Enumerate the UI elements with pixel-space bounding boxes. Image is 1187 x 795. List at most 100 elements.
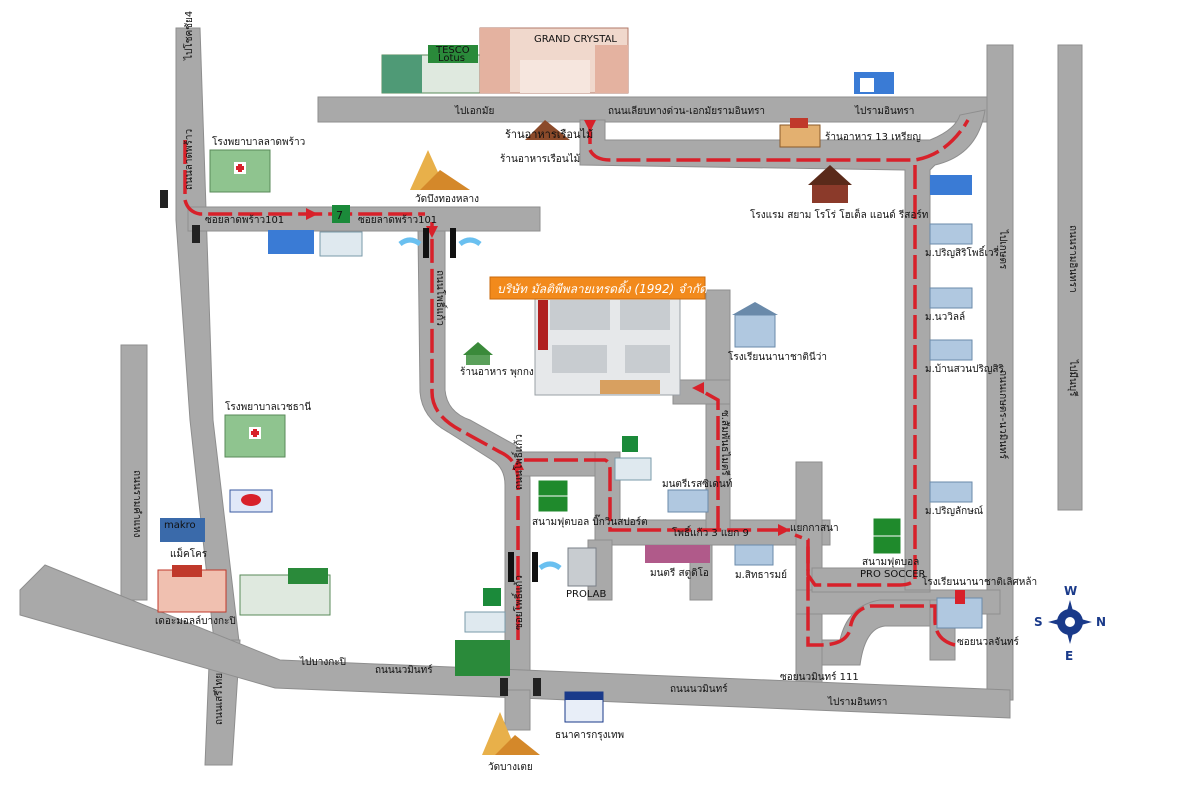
village-baansuan-icon — [929, 339, 973, 361]
gas-station-right-icon — [930, 175, 972, 195]
road-label-soi-latphrao101-right: ซอยลาดพร้าว101 — [358, 214, 437, 226]
road-label-yaek-kasana: แยกกาสนา — [790, 523, 839, 534]
tesco-logo-text: TESCO — [435, 45, 470, 56]
road-nawamin — [19, 564, 1011, 719]
landmarks: TESCO Lotus GRAND CRYSTAL ร้านอาหารเรือน… — [157, 27, 983, 755]
route-arrow — [512, 458, 524, 470]
school-cheshire-icon — [936, 590, 983, 629]
road-label-to-minburi: ไปมีนบุรี — [1067, 359, 1079, 397]
makro-icon: makro — [160, 518, 205, 542]
place-label-mont-residence: มนตรีเรสซิเดนท์ — [662, 478, 732, 490]
route-line-main — [430, 222, 520, 640]
road-label-soi-latphrao101-left: ซอยลาดพร้าว101 — [205, 214, 284, 226]
place-label-pro-soccer-name: PRO SOCCER — [860, 569, 926, 580]
company-banner — [489, 276, 706, 300]
route-line-to-company — [699, 388, 720, 530]
road-label-lat-phrao: ถนนลาดพร้าว — [183, 129, 195, 190]
village-sirisak-icon — [929, 223, 973, 245]
place-label-village-baansuan: ม.บ้านสวนปริญสิริ — [925, 363, 1004, 375]
bangkok-bank-icon — [564, 691, 604, 723]
place-label-montree-studio: มนตรี สตูดิโอ — [650, 566, 709, 579]
tesco-lotus-top-icon: TESCO Lotus — [381, 45, 483, 94]
bridge-icon — [398, 228, 482, 258]
football-field-icon — [537, 479, 569, 513]
gas-station-icon — [854, 72, 894, 94]
bridge-icon-bottom — [508, 552, 562, 582]
road-label-ramkhamhaeng: ถนนรามคำแหง — [131, 470, 142, 538]
place-label-sitharom: ม.สิทธารมย์ — [735, 569, 787, 581]
village-nawawit-icon — [929, 287, 973, 309]
restaurant-ruenmai-icon: ร้านอาหารเรือนไม้ — [505, 120, 593, 141]
place-label-nichada-school: โรงเรียนนานาชาตินีว่า — [728, 350, 827, 363]
place-label-pro-soccer-field: สนามฟุตบอล — [862, 557, 919, 568]
road-label-to-chokchai4: ไปโชคชัย4 — [182, 11, 195, 61]
pro-soccer-icon — [872, 517, 902, 555]
place-label-latphrao-hospital: โรงพยาบาลลาดพร้าว — [212, 135, 305, 148]
place-label-mall-bangkapi: เดอะมอลล์บางกะปิ — [155, 615, 236, 627]
road-label-soi-nuanchan: ซอยนวลจันทร์ — [957, 636, 1020, 648]
makro-logo-text: makro — [164, 520, 196, 531]
road-label-to-ramintra-top: ไปรามอินทรา — [854, 105, 914, 117]
place-labels: ร้านอาหารเรือนไม้ ร้านอาหาร 13 เหรียญ โร… — [155, 131, 1037, 773]
restaurant-13-icon — [779, 118, 821, 148]
place-label-temple-bueng: วัดบึงทองหลาง — [415, 193, 479, 205]
company-building-icon — [534, 289, 681, 396]
tesco-express-icon — [455, 640, 510, 676]
hospital-latphrao-icon — [209, 149, 271, 193]
place-label-school-cheshire: โรงเรียนนานาชาติเลิศหล้า — [922, 575, 1037, 588]
place-label-bangkok-bank: ธนาคารกรุงเทพ — [555, 730, 624, 741]
mont-residence-icon — [667, 489, 709, 513]
prolab-icon — [567, 547, 597, 587]
place-label-temple-bangkhen: วัดบางเตย — [488, 762, 533, 773]
compass-icon: W S N E — [1034, 584, 1106, 663]
road-kaset-nawamin — [986, 44, 1014, 701]
route-arrow — [778, 524, 790, 536]
road-soi-to-kasana — [594, 519, 831, 546]
road-label-soi-sampanthaiya: ซ.สัมพันธไมตรี — [719, 410, 731, 476]
montree-studio-icon — [645, 545, 710, 563]
place-label-vejthani-hospital: โรงพยาบาลเวชธานี — [225, 400, 311, 413]
restaurant-sign: ร้านอาหารเรือนไม้ — [505, 128, 593, 141]
road-label-to-bangkapi: ไปบางกะปิ — [299, 656, 346, 668]
place-label-village-nawawit: ม.นววิลล์ — [925, 311, 965, 323]
road-label-phokaeo-top: ถนนโพธิ์แก้ว — [434, 270, 448, 326]
route-arrow — [584, 120, 596, 132]
route-line-right-down — [794, 165, 917, 587]
temple-bueng-icon — [410, 150, 470, 190]
place-label-village-sirisak: ม.ปริญสิริโพธิ์เวรี่ — [925, 245, 1000, 259]
hospital-vejthani-icon — [224, 414, 286, 458]
place-label-village-prinlak: ม.ปริญลักษณ์ — [925, 505, 983, 517]
gas-station-esso-icon — [229, 489, 273, 513]
lotus-logo-text: Lotus — [438, 53, 465, 64]
sitharom-icon — [734, 544, 774, 566]
route-line-expressway — [588, 119, 970, 162]
compass-label-north: N — [1096, 615, 1106, 629]
traffic-light-icon — [160, 190, 541, 696]
tesco-lotus-bottom-icon — [239, 568, 331, 616]
road-label-serithai: ถนนเสรีไทย — [213, 673, 225, 725]
seven-eleven-bottom-icon — [464, 588, 506, 633]
road-label-phokaeo-3-junction: โพธิ์แก้ว 3 แยก 9 — [672, 525, 749, 539]
seven-eleven-logo-text: 7 — [336, 209, 343, 222]
restaurant-phukong-icon — [463, 342, 493, 365]
road-network — [19, 27, 1083, 766]
road-label-nawamin-left: ถนนนวมินทร์ — [375, 664, 433, 676]
road-label-to-ekkamai: ไปเอกมัย — [454, 105, 494, 117]
place-label-prolab: PROLAB — [566, 589, 606, 600]
road-label-phokaeo-mid: ถนนโพธิ์แก้ว — [511, 434, 525, 490]
school-nichada-icon — [732, 302, 778, 348]
seven-eleven-top-icon: 7 — [319, 205, 363, 257]
place-label-football-bigwin: สนามฟุตบอล บิ๊กวินสปอร์ต — [532, 514, 648, 528]
gas-station-left-icon — [268, 230, 314, 254]
compass-label-south: S — [1034, 615, 1043, 629]
road-ramintra-right — [1057, 44, 1083, 511]
company-banner-text: บริษัท มัลติพีพลายเทรดดิ้ง (1992) จำกัด — [497, 280, 708, 296]
compass-label-east: E — [1065, 649, 1073, 663]
compass-label-west: W — [1064, 584, 1077, 598]
route-line-soi — [524, 458, 790, 532]
route-line-latphrao — [183, 140, 425, 216]
road-label-to-ramintra-bottom: ไปรามอินทรา — [827, 696, 887, 708]
road-label-nawamin-right: ถนนนวมินทร์ — [670, 683, 728, 695]
road-ramkhamhaeng — [120, 344, 148, 601]
